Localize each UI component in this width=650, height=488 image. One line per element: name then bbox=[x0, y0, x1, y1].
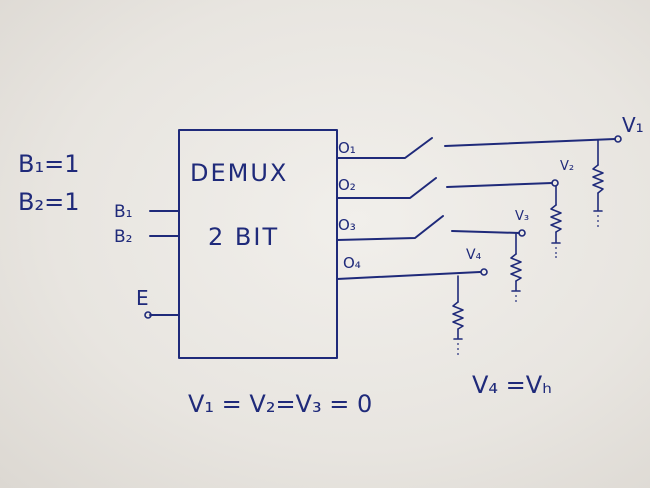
o2-to-v2-wire bbox=[446, 182, 553, 188]
o1-switch bbox=[336, 137, 433, 159]
condition-b1: B₁=1 bbox=[18, 150, 79, 178]
resistor-v4 bbox=[452, 275, 464, 355]
output-o2-label: O₂ bbox=[338, 176, 356, 194]
o2-switch bbox=[336, 177, 437, 199]
condition-b2: B₂=1 bbox=[18, 188, 79, 216]
o3-switch bbox=[336, 215, 444, 241]
node-v3-label: V₃ bbox=[515, 209, 529, 224]
o4-to-v4-wire bbox=[336, 271, 481, 280]
demux-block bbox=[178, 129, 338, 359]
input-e-label: E bbox=[136, 286, 149, 310]
output-o4-label: O₄ bbox=[343, 254, 361, 272]
resistor-v1 bbox=[592, 139, 604, 227]
output-o3-label: O₃ bbox=[338, 216, 356, 234]
resistor-v3 bbox=[510, 233, 522, 302]
resistor-v2 bbox=[550, 185, 562, 258]
v2-terminal bbox=[551, 179, 559, 187]
equation-high: V₄ =Vₕ bbox=[472, 371, 552, 399]
input-b2-label: B₂ bbox=[114, 227, 132, 247]
node-v1-label: V₁ bbox=[622, 113, 644, 137]
demux-label: DEMUX bbox=[190, 159, 288, 187]
v1-terminal bbox=[614, 135, 622, 143]
v3-terminal bbox=[518, 229, 526, 237]
node-v4-label: V₄ bbox=[466, 247, 482, 263]
input-b1-label: B₁ bbox=[114, 202, 132, 222]
enable-terminal bbox=[144, 311, 152, 319]
o3-to-v3-wire bbox=[451, 230, 520, 234]
bit-label: 2 BIT bbox=[208, 223, 279, 251]
o1-to-v1-wire bbox=[444, 138, 616, 147]
node-v2-label: V₂ bbox=[560, 159, 574, 174]
equation-zero: V₁ = V₂=V₃ = 0 bbox=[188, 390, 372, 418]
v4-terminal bbox=[480, 268, 488, 276]
output-o1-label: O₁ bbox=[338, 139, 356, 157]
